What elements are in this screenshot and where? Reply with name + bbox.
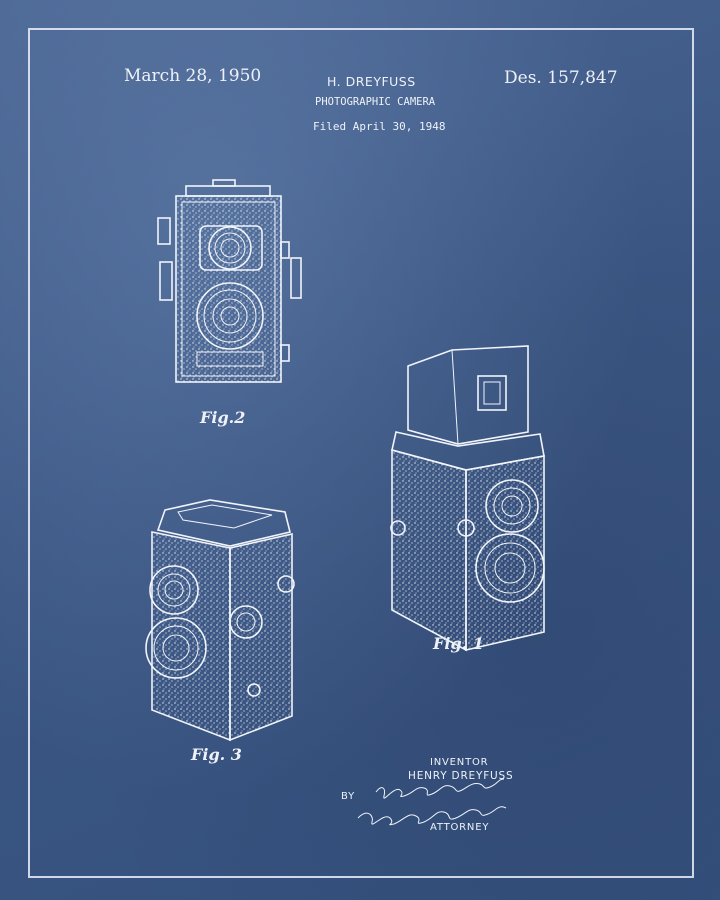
fig1-label: Fig. 1 <box>433 634 484 653</box>
fig2-camera-drawing <box>158 180 301 382</box>
inventor-full-name: HENRY DREYFUSS <box>408 770 513 782</box>
fig3-camera-drawing <box>146 500 294 740</box>
fig1-camera-drawing <box>391 346 544 650</box>
inventor-label: INVENTOR <box>430 757 488 768</box>
by-label: BY <box>341 791 355 802</box>
fig3-label: Fig. 3 <box>191 745 242 764</box>
attorney-label: ATTORNEY <box>430 822 489 833</box>
fig2-label: Fig.2 <box>200 408 245 427</box>
